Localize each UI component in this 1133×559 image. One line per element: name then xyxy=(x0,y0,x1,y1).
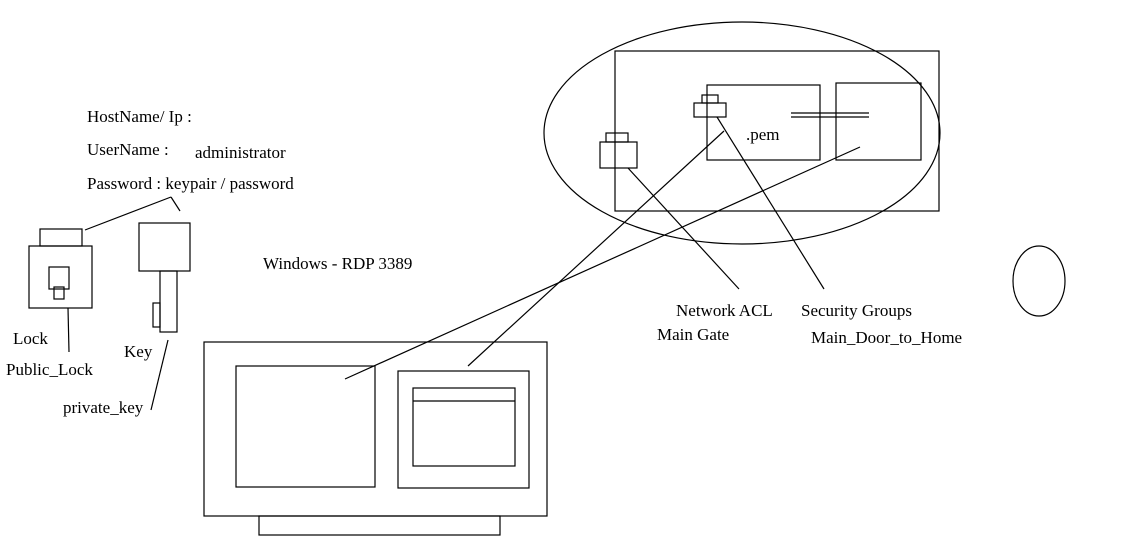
public-lock-label: Public_Lock xyxy=(6,360,93,379)
right-screen-panel xyxy=(397,370,530,489)
instance-box xyxy=(706,84,821,161)
pem-label: .pem xyxy=(746,125,780,144)
password-to-lock-line xyxy=(84,196,172,231)
small-oval xyxy=(1012,245,1066,317)
security-groups-label: Security Groups xyxy=(801,301,912,320)
window-box xyxy=(412,387,516,467)
lock-keyhole-icon xyxy=(48,266,70,290)
username-value: administrator xyxy=(195,143,286,162)
monitor-stand xyxy=(258,515,501,536)
key-tooth-icon xyxy=(152,302,161,328)
pem-to-sg-label-line xyxy=(716,116,825,290)
password-to-key-line xyxy=(170,196,181,212)
instance-lock-top-icon xyxy=(701,94,719,104)
cloud-ellipse xyxy=(543,21,941,245)
window-to-instance-line xyxy=(467,130,725,367)
lock-to-label-line xyxy=(67,307,70,353)
lock-label: Lock xyxy=(13,329,48,348)
main-door-label: Main_Door_to_Home xyxy=(811,328,962,347)
left-screen-to-security-line xyxy=(344,146,861,380)
vpc-box xyxy=(614,50,940,212)
windows-rdp-label: Windows - RDP 3389 xyxy=(263,254,412,273)
instance-lock-icon xyxy=(693,102,727,118)
acl-lock-top-icon xyxy=(605,132,629,143)
left-screen-panel xyxy=(235,365,376,488)
lock-keyhole-inner-icon xyxy=(53,286,65,300)
key-shaft-icon xyxy=(159,270,178,333)
main-gate-label: Main Gate xyxy=(657,325,729,344)
key-head-icon xyxy=(138,222,191,272)
lock-top-icon xyxy=(39,228,83,247)
password-label: Password : keypair / password xyxy=(87,174,294,193)
private-key-label: private_key xyxy=(63,398,144,417)
username-label: UserName : xyxy=(87,140,169,159)
hostname-label: HostName/ Ip : xyxy=(87,107,192,126)
key-to-label-line xyxy=(150,339,169,411)
acl-lock-icon xyxy=(599,141,638,169)
acl-lock-to-label-line xyxy=(627,167,740,290)
key-label: Key xyxy=(124,342,153,361)
network-acl-label: Network ACL xyxy=(676,301,773,320)
security-box xyxy=(835,82,922,161)
